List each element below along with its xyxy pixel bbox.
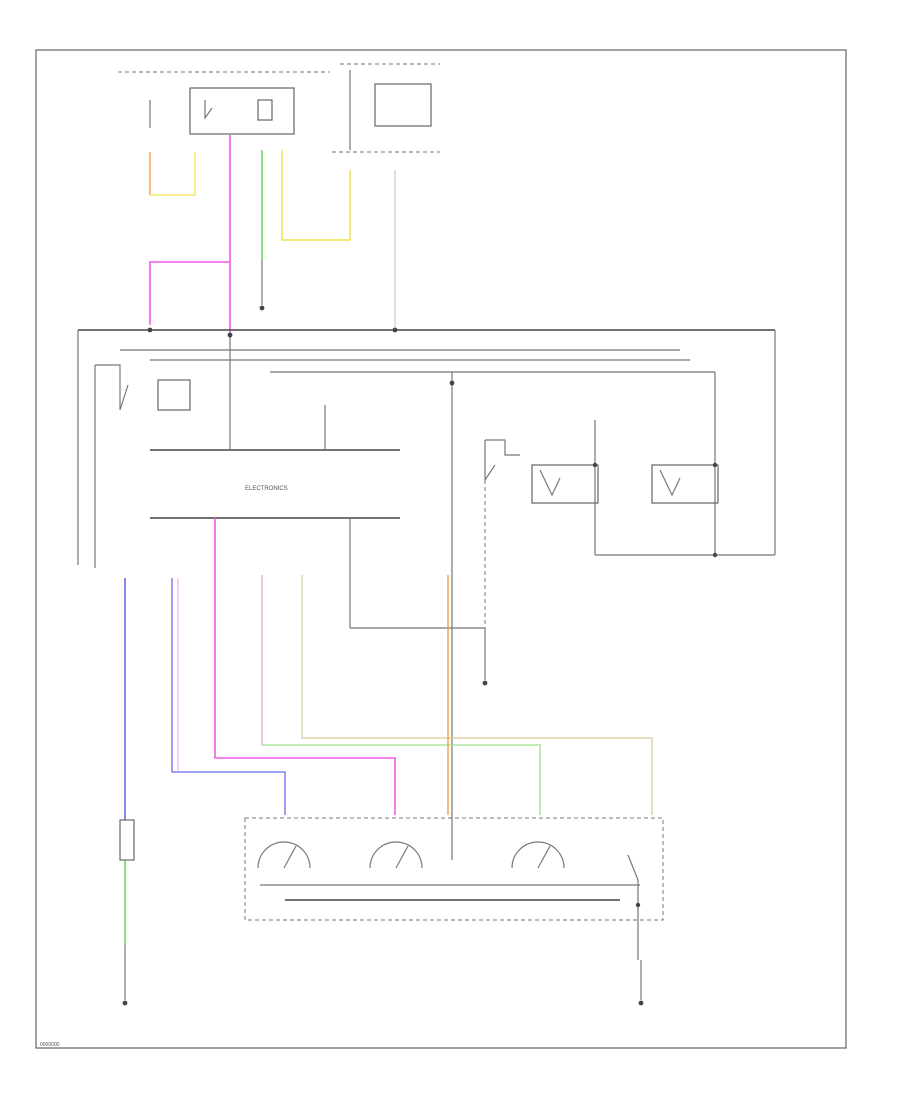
switch-box-2-contact: [659, 469, 681, 497]
wire-green-gauge: [261, 575, 541, 815]
switch-box-2: [651, 464, 719, 504]
switch-box-1: [531, 464, 599, 504]
ground-point-bottom-right: [638, 1000, 644, 1006]
ground-point-top: [259, 305, 265, 311]
switch-box-1-contact: [539, 469, 561, 497]
splice-bus-3: [392, 327, 398, 333]
splice-switch-2: [712, 462, 718, 468]
switch-module-left: [157, 379, 191, 411]
electronics-label: ELECTRONICS: [245, 486, 288, 492]
splice-switch-3: [712, 552, 718, 558]
splice-switch-1: [592, 462, 598, 468]
diagram-frame: [35, 49, 847, 1049]
cluster-ground-lead: [627, 854, 639, 960]
relay-contact: [204, 100, 213, 120]
relay-coil: [257, 99, 273, 121]
instrument-cluster: [244, 817, 664, 921]
wire-tan-gauge: [301, 575, 653, 815]
gauge-2: [369, 841, 423, 869]
sensor-switch: [484, 440, 496, 482]
splice-bus-2: [147, 327, 153, 333]
ground-point-mid: [482, 680, 488, 686]
sensor-switch-link: [485, 439, 520, 456]
wire-magenta-branch: [149, 261, 230, 325]
sender-connector: [119, 819, 135, 861]
wire-yellow-loop: [150, 152, 196, 196]
splice-cluster: [635, 902, 641, 908]
fuse-block: [374, 83, 432, 127]
switch-left: [95, 364, 129, 411]
diagram-code: 0000000: [40, 1042, 60, 1048]
splice-sensor: [449, 380, 455, 386]
splice-bus-1: [227, 332, 233, 338]
wire-violet-blue: [171, 578, 286, 815]
relay-box: [189, 87, 295, 135]
gauge-1: [257, 841, 311, 869]
wire-magenta-gauge: [214, 518, 396, 815]
wire-yellow-top: [281, 150, 351, 241]
gauge-3: [511, 841, 565, 869]
ground-point-bottom-left: [122, 1000, 128, 1006]
